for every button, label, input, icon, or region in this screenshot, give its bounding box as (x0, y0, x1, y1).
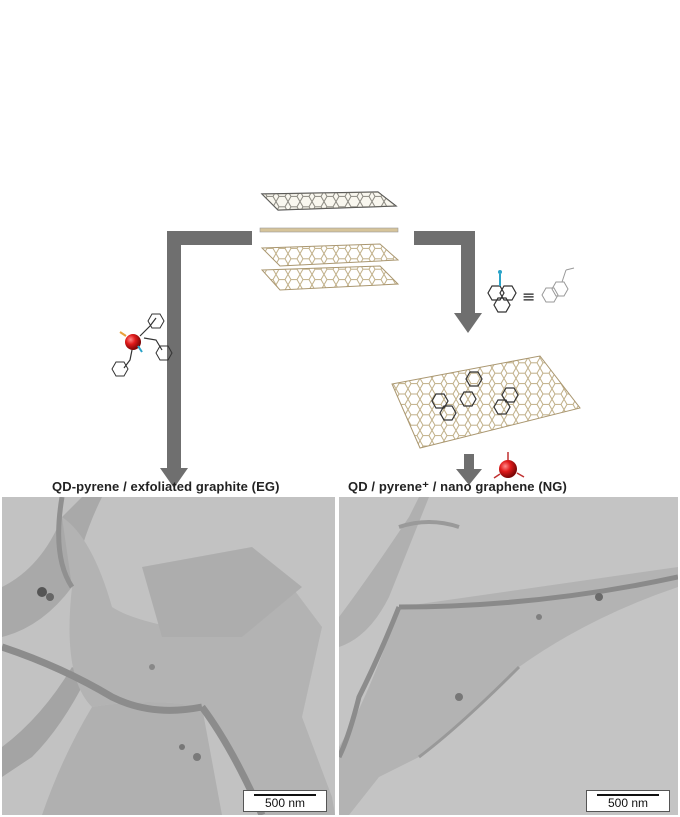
small-process-arrow (456, 454, 482, 485)
caption-nano-graphene: QD / pyrene⁺ / nano graphene (NG) (348, 479, 567, 494)
graphite-stack (259, 191, 400, 291)
pyrene-graphene-sheet (391, 355, 581, 449)
caption-exfoliated-graphite: QD-pyrene / exfoliated graphite (EG) (52, 479, 280, 494)
equivalence-symbol: ≡ (522, 287, 535, 306)
quantum-dot-reagent (493, 452, 525, 479)
left-process-arrow (160, 231, 252, 488)
scale-bar-left: 500 nm (243, 790, 327, 812)
scale-bar-label-right: 500 nm (607, 796, 649, 810)
tem-image-right: 500 nm (339, 497, 678, 815)
scale-bar-label-left: 500 nm (264, 796, 306, 810)
pyrene-reagent: ≡ (487, 267, 575, 313)
qd-pyrene-reagent (111, 313, 173, 377)
right-process-arrow (414, 231, 482, 333)
scale-bar-right: 500 nm (586, 790, 670, 812)
tem-image-left: 500 nm (2, 497, 335, 815)
